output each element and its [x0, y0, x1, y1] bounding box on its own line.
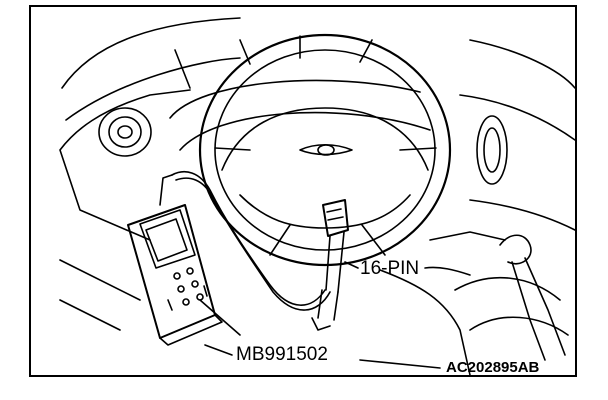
wheel-emblem-icon [299, 143, 353, 156]
windshield-outline [61, 17, 241, 89]
air-vent-icon [98, 107, 152, 157]
tool-cable [175, 177, 331, 311]
figure-code-label: AC202895AB [446, 359, 540, 376]
dashboard-left-panel [59, 89, 191, 241]
leader-line-tool [204, 344, 233, 356]
center-console [379, 231, 506, 376]
floor-lines [59, 259, 241, 336]
steering-wheel [198, 33, 452, 267]
connector-label: 16-PIN [360, 258, 420, 279]
handheld-scan-tool-icon [127, 174, 223, 346]
leader-line-pin [424, 266, 471, 276]
diagnostic-connector-icon [311, 199, 349, 331]
gear-shifter [454, 234, 569, 361]
dashboard-top [65, 39, 576, 121]
dashboard-right-panel [459, 94, 576, 231]
tool-part-number-label: MB991502 [236, 344, 328, 365]
air-vent-icon [476, 115, 508, 185]
diagram-frame [29, 5, 577, 377]
leader-line-code [359, 359, 441, 369]
leader-line-connector [344, 261, 359, 269]
